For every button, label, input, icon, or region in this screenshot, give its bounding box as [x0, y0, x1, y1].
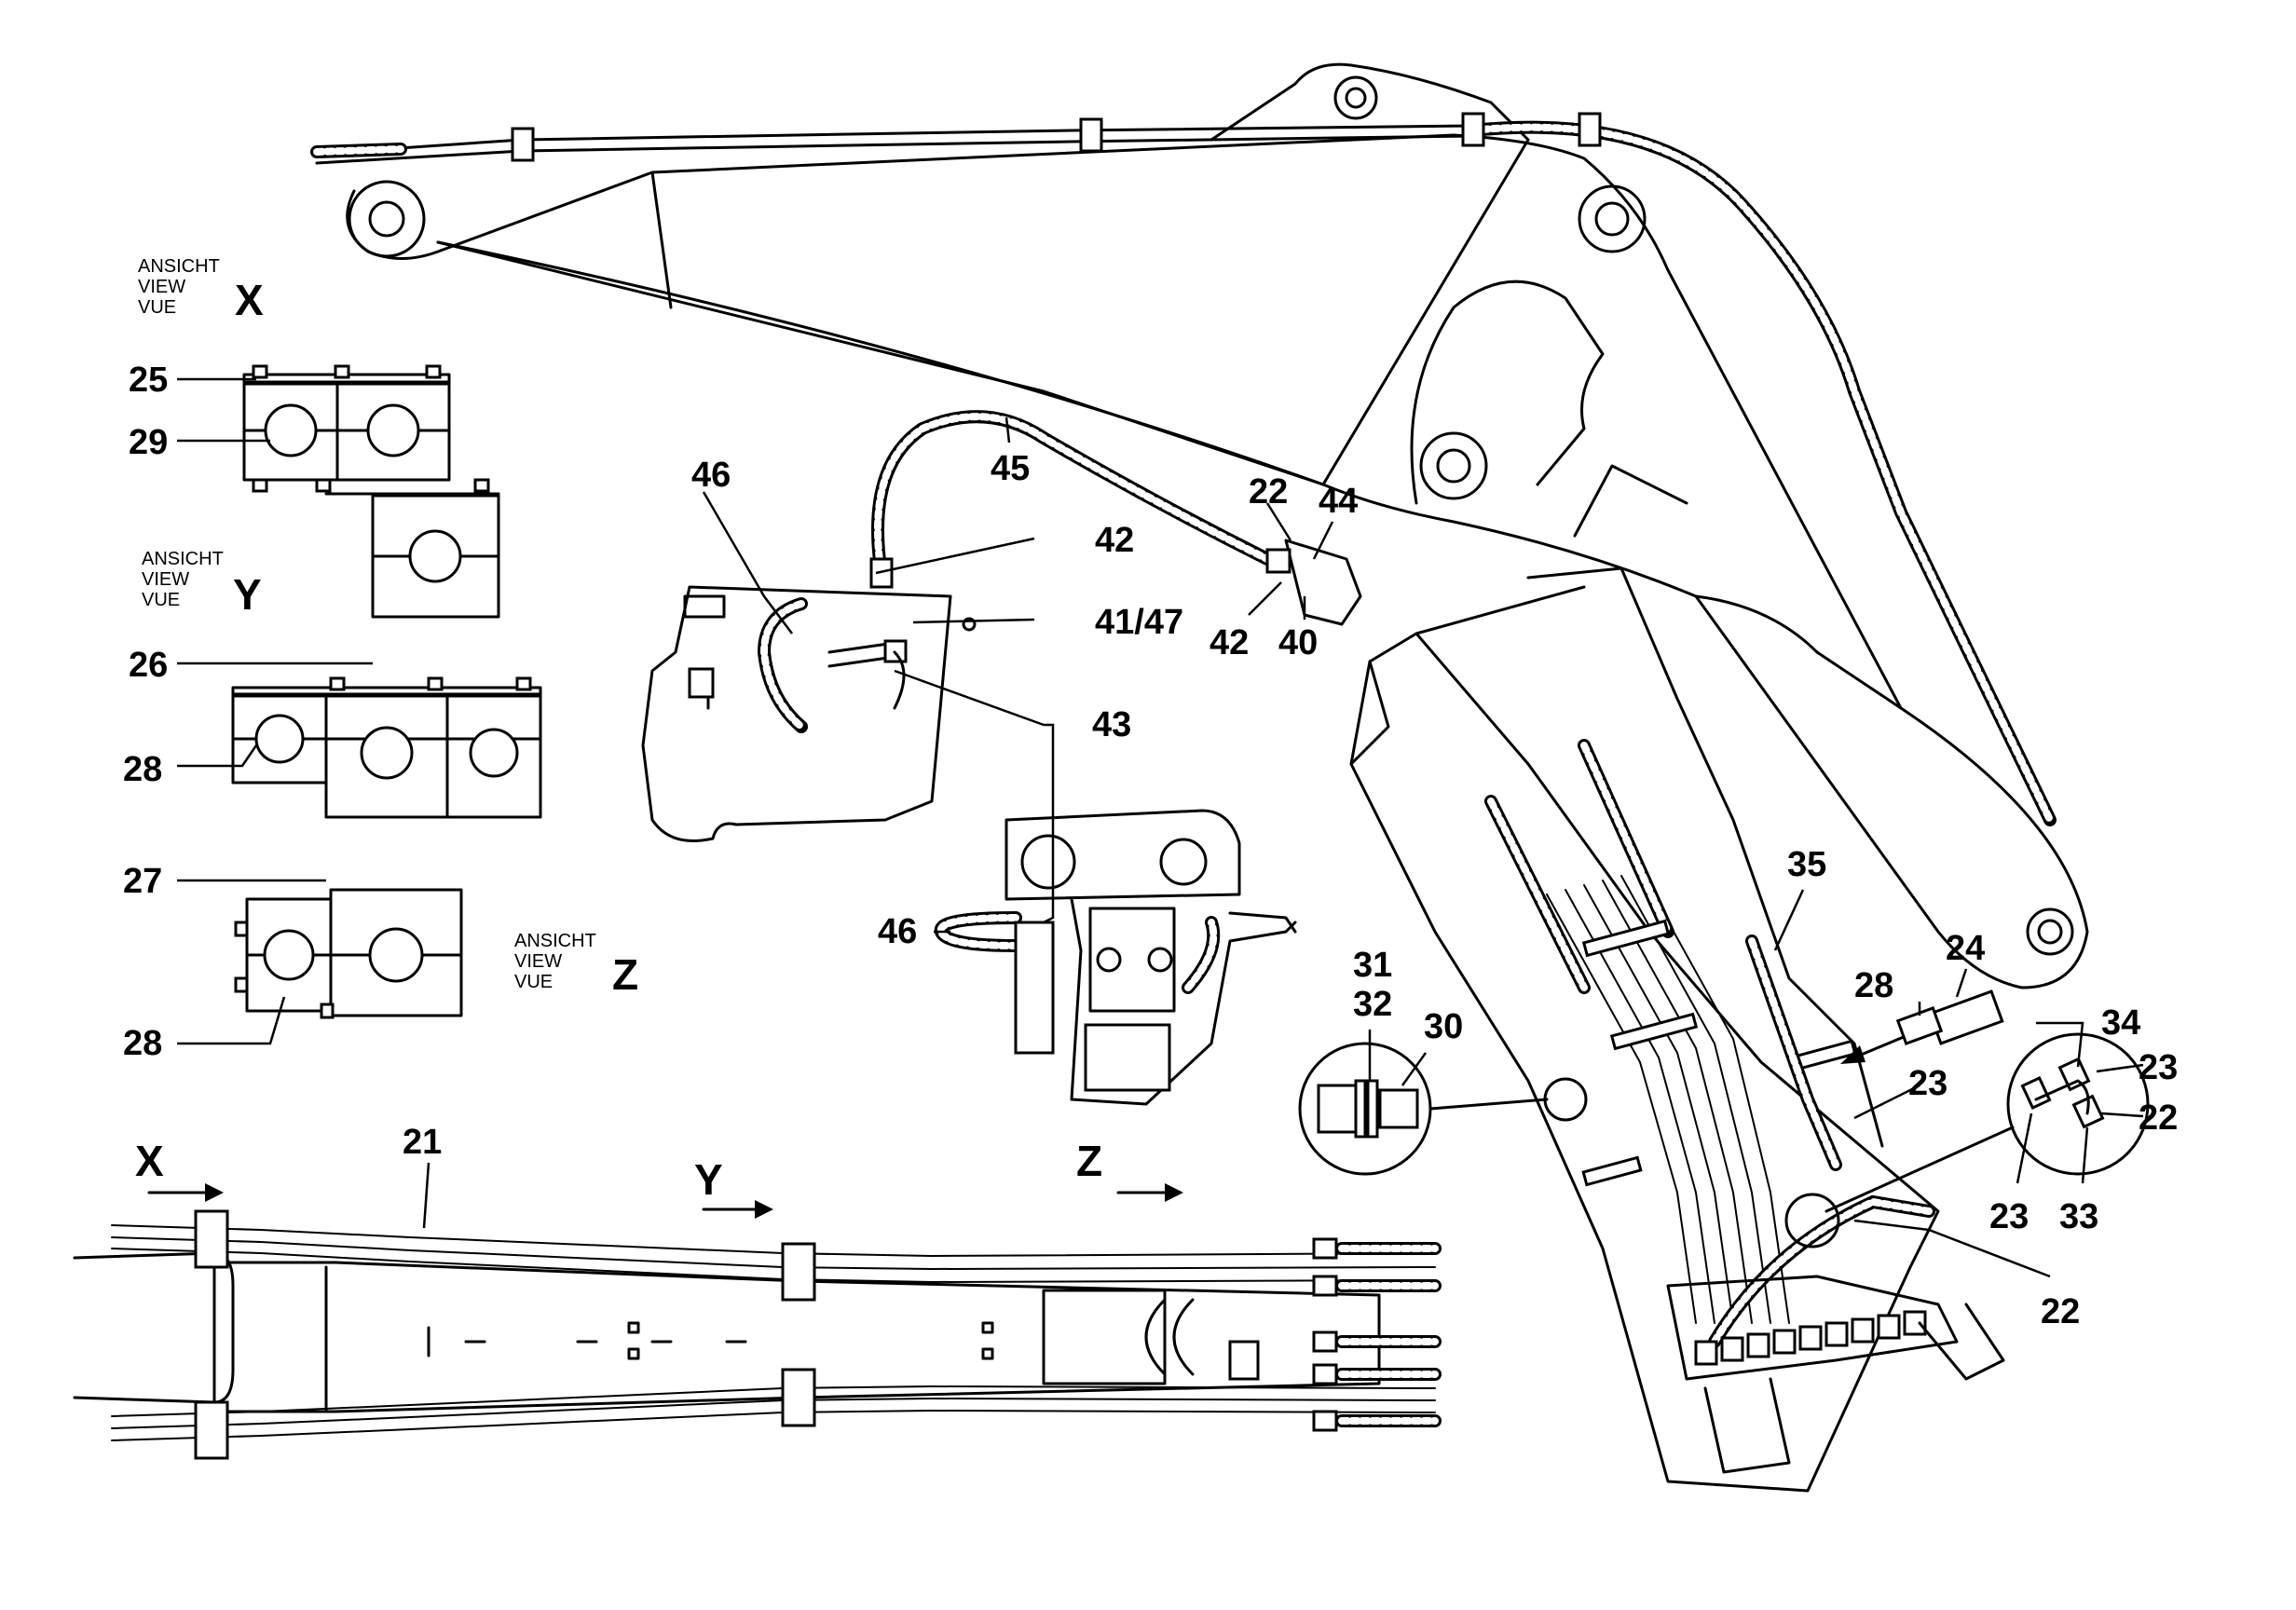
- view-y-label: ANSICHT VIEW VUE Y: [142, 549, 262, 619]
- svg-text:ANSICHT: ANSICHT: [138, 256, 220, 277]
- callout-28a: 28: [123, 750, 162, 789]
- callout-22c: 22: [2041, 1292, 2080, 1331]
- callout-46b: 46: [878, 912, 917, 951]
- svg-text:Z: Z: [1076, 1137, 1102, 1185]
- callout-31: 31: [1353, 946, 1392, 985]
- clamp-detail-y: [231, 676, 542, 819]
- callout-40: 40: [1278, 623, 1318, 662]
- svg-text:X: X: [135, 1137, 164, 1185]
- callout-30: 30: [1424, 1007, 1463, 1046]
- svg-text:Y: Y: [233, 570, 262, 619]
- callout-23a: 23: [1908, 1064, 1948, 1103]
- callout-22b: 22: [2139, 1098, 2178, 1138]
- callout-23c: 23: [1989, 1197, 2029, 1236]
- fitting-detail-circle-right: [1784, 1032, 2150, 1248]
- callout-22a: 22: [1249, 472, 1288, 512]
- callout-29: 29: [129, 423, 168, 462]
- callout-44: 44: [1319, 482, 1358, 521]
- callout-25: 25: [129, 361, 168, 400]
- svg-text:VIEW: VIEW: [138, 277, 185, 297]
- callout-21: 21: [403, 1123, 442, 1162]
- svg-text:VIEW: VIEW: [514, 951, 562, 972]
- svg-text:ANSICHT: ANSICHT: [142, 549, 224, 569]
- callout-42a: 42: [1095, 521, 1134, 560]
- callout-41-47: 41/47: [1095, 603, 1183, 642]
- view-z-label: ANSICHT VIEW VUE Z: [514, 931, 638, 999]
- clamp-detail-x: [242, 364, 500, 619]
- callout-26: 26: [129, 646, 168, 685]
- view-arrow-y: Y: [694, 1155, 773, 1219]
- callout-28b: 28: [123, 1024, 162, 1063]
- view-arrow-x: X: [135, 1137, 224, 1202]
- svg-text:Y: Y: [694, 1155, 723, 1204]
- valve-detail-lower: [934, 809, 1297, 1106]
- svg-text:VUE: VUE: [138, 297, 176, 318]
- callout-33: 33: [2059, 1197, 2098, 1236]
- callout-27: 27: [123, 862, 162, 901]
- clamp-detail-z: [234, 888, 463, 1019]
- view-x-label: ANSICHT VIEW VUE X: [138, 256, 264, 324]
- callout-28c: 28: [1854, 966, 1893, 1005]
- callout-numbers: 25 29 26 28 27 28 46 45 42 41/47 43 22 4…: [123, 361, 2178, 1331]
- callout-23b: 23: [2139, 1048, 2178, 1087]
- view-arrow-z: Z: [1076, 1137, 1183, 1202]
- svg-text:VUE: VUE: [514, 972, 553, 992]
- callout-34: 34: [2101, 1003, 2140, 1043]
- valve-bank-row: [1694, 1310, 1927, 1366]
- leader-lines: [177, 377, 2144, 1278]
- fitting-detail-circle-left: [1298, 1042, 1588, 1176]
- hose-45-assembly: [869, 410, 1362, 626]
- stick-assembly: [1349, 566, 2005, 1493]
- boom-plan-view: [73, 1209, 1442, 1460]
- callout-24: 24: [1946, 929, 1985, 968]
- svg-text:VUE: VUE: [142, 590, 180, 610]
- boom-assembly: [310, 62, 2089, 989]
- valve-detail-upper: [641, 585, 977, 842]
- svg-text:X: X: [235, 276, 264, 324]
- svg-text:VIEW: VIEW: [142, 569, 189, 590]
- callout-46a: 46: [691, 456, 731, 495]
- svg-text:Z: Z: [612, 950, 638, 999]
- callout-45: 45: [991, 449, 1030, 488]
- callout-35: 35: [1787, 845, 1826, 884]
- callout-43: 43: [1092, 705, 1131, 744]
- callout-32: 32: [1353, 985, 1392, 1024]
- callout-42b: 42: [1210, 623, 1249, 662]
- svg-text:ANSICHT: ANSICHT: [514, 931, 596, 951]
